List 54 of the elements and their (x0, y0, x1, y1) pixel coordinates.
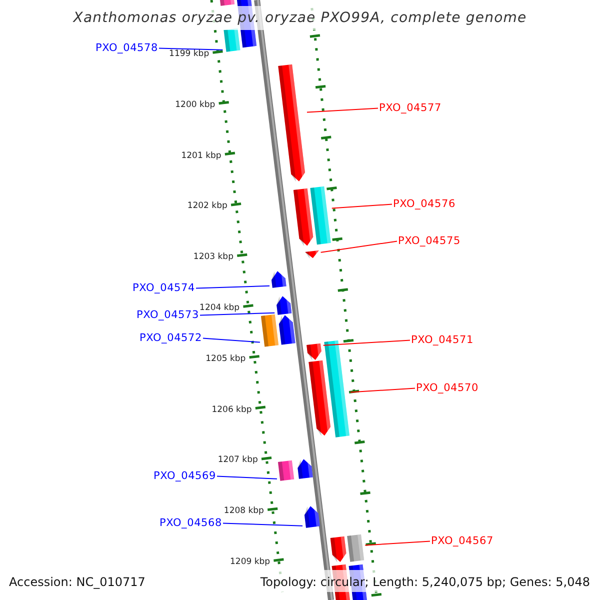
genome-summary-text: Topology: circular; Length: 5,240,075 bp; Genes: 5,048 (260, 576, 590, 588)
gene-feature (305, 250, 319, 258)
scale-label: 1202 kbp (187, 202, 228, 211)
gene-feature (306, 343, 322, 360)
gene-label: PXO_04567 (431, 536, 494, 546)
leader-line (350, 388, 416, 393)
gene-feature (310, 186, 331, 245)
scale-label: 1203 kbp (193, 253, 234, 262)
scale-label: 1205 kbp (206, 354, 246, 364)
scale-label: 1209 kbp (230, 558, 270, 566)
scale-label: 1199 kbp (169, 50, 210, 58)
gene-feature (260, 314, 279, 347)
gene-label: PXO_04574 (132, 283, 195, 294)
scale-label: 1201 kbp (181, 152, 222, 160)
gene-label: PXO_04573 (136, 310, 199, 320)
gene-feature (324, 340, 350, 438)
leader-line (322, 340, 410, 346)
scale-label: 1204 kbp (200, 304, 240, 312)
gene-label: PXO_04568 (160, 518, 222, 528)
gene-label: PXO_04575 (398, 236, 460, 246)
gene-feature (276, 296, 292, 315)
gene-feature (304, 506, 320, 528)
gene-feature (330, 536, 346, 562)
scale-label: 1207 kbp (218, 456, 258, 465)
gene-label: PXO_04569 (154, 471, 216, 482)
gene-label: PXO_04570 (416, 383, 478, 394)
leader-line (364, 540, 430, 546)
gene-label: PXO_04572 (140, 333, 202, 344)
leader-line (331, 204, 392, 209)
gene-feature (224, 28, 240, 52)
scale-label: 1208 kbp (224, 507, 264, 516)
leader-line (202, 338, 260, 343)
gene-label: PXO_04578 (96, 43, 158, 54)
gene-feature (278, 314, 296, 345)
leader-line (306, 108, 378, 113)
scale-label: 1206 kbp (212, 406, 252, 414)
leader-line (320, 240, 398, 253)
gene-feature (347, 534, 364, 562)
leader-line (158, 48, 224, 50)
gene-feature (278, 64, 306, 182)
gene-label: PXO_04577 (379, 103, 442, 114)
leader-line (222, 522, 304, 526)
gene-feature (293, 188, 314, 246)
gene-feature (298, 458, 313, 479)
leader-line (216, 476, 278, 480)
leader-line (196, 285, 270, 289)
gene-feature (278, 460, 294, 481)
gene-label: PXO_04571 (411, 335, 474, 346)
leader-line (200, 312, 276, 316)
accession-text: Accession: NC_010717 (9, 576, 146, 588)
scale-label: 1200 kbp (175, 100, 216, 110)
gene-feature (219, 0, 235, 6)
gene-feature (272, 270, 286, 288)
gene-label: PXO_04576 (393, 199, 456, 210)
